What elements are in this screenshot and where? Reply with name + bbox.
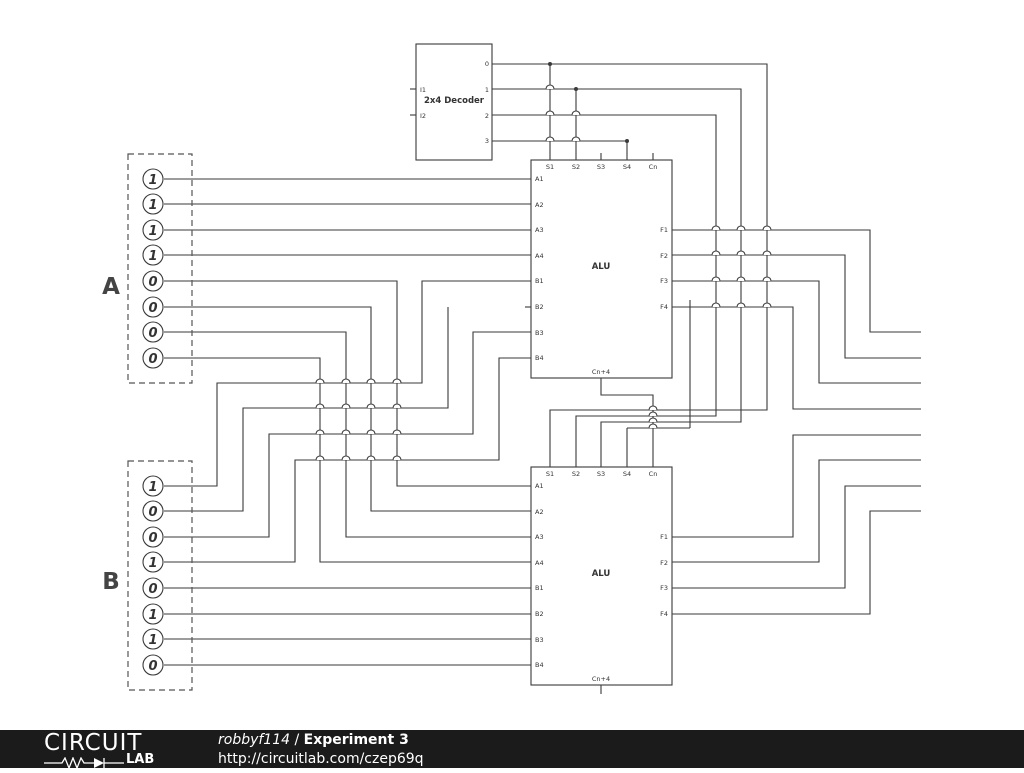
switch-a-4[interactable]: 1 [142, 244, 164, 266]
alu-bottom-pin-cn: Cn [649, 470, 658, 478]
switch-a-7-value: 0 [148, 326, 157, 341]
alu-bottom-block[interactable]: ALU S1 S2 S3 S4 Cn A1 A2 A3 A4 B1 B2 B3 … [530, 466, 673, 686]
input-group-a: A 1 1 1 1 0 0 0 0 [102, 153, 193, 384]
alu-bottom-pin-a2: A2 [535, 508, 544, 516]
alu-top-pin-a3: A3 [535, 226, 544, 234]
title-separator: / [290, 732, 304, 748]
alu-bottom-pin-a4: A4 [535, 559, 544, 567]
switch-a-6[interactable]: 0 [142, 296, 164, 318]
switch-b-6-value: 1 [148, 608, 157, 623]
alu-bottom-pin-carry-out: Cn+4 [592, 675, 610, 683]
decoder-output-1: 1 [485, 86, 489, 94]
switch-b-7[interactable]: 1 [142, 628, 164, 650]
switch-a-1[interactable]: 1 [142, 168, 164, 190]
switch-b-4[interactable]: 1 [142, 551, 164, 573]
alu-bottom-title: ALU [592, 569, 611, 579]
alu-top-pin-s2: S2 [572, 163, 580, 171]
switch-a-1-value: 1 [148, 173, 157, 188]
alu-top-pin-f1: F1 [660, 226, 668, 234]
alu-top-pin-a4: A4 [535, 252, 544, 260]
alu-top-pin-b3: B3 [535, 329, 544, 337]
switch-b-4-value: 1 [148, 556, 157, 571]
switch-b-7-value: 1 [148, 633, 157, 648]
alu-bottom-pin-b4: B4 [535, 661, 544, 669]
decoder-title: 2x4 Decoder [424, 96, 485, 106]
switch-b-2-value: 0 [148, 505, 157, 520]
alu-top-pin-a2: A2 [535, 201, 544, 209]
author-link[interactable]: robbyf114 [218, 732, 291, 748]
switch-b-3-value: 0 [148, 531, 157, 546]
switch-a-5-value: 0 [148, 275, 157, 290]
switch-a-8[interactable]: 0 [142, 347, 164, 369]
group-a-label: A [102, 274, 120, 300]
wire-crossing-hops [315, 84, 772, 461]
alu-top-pin-f4: F4 [660, 303, 668, 311]
alu-top-pin-a1: A1 [535, 175, 544, 183]
switch-b-5-value: 0 [148, 582, 157, 597]
alu-bottom-pin-b2: B2 [535, 610, 544, 618]
switch-a-2-value: 1 [148, 198, 157, 213]
logo-resistor-diode-icon: LAB [44, 752, 174, 770]
alu-bottom-pin-a3: A3 [535, 533, 544, 541]
decoder-block[interactable]: 2x4 Decoder I1 I2 0 1 2 3 [415, 43, 493, 161]
alu-bottom-pin-b3: B3 [535, 636, 544, 644]
alu-bottom-pin-f3: F3 [660, 584, 668, 592]
logo-text-top: CIRCUIT [44, 730, 143, 756]
group-b-label: B [102, 569, 120, 595]
switch-a-8-value: 0 [148, 352, 157, 367]
decoder-input-i2: I2 [420, 112, 426, 120]
alu-bottom-pin-s4: S4 [623, 470, 631, 478]
alu-bottom-pin-a1: A1 [535, 482, 544, 490]
alu-bottom-pin-b1: B1 [535, 584, 544, 592]
alu-bottom-pin-f1: F1 [660, 533, 668, 541]
switch-a-5[interactable]: 0 [142, 270, 164, 292]
decoder-output-2: 2 [485, 112, 489, 120]
alu-bottom-pin-s3: S3 [597, 470, 605, 478]
alu-bottom-pin-s1: S1 [546, 470, 554, 478]
switch-a-7[interactable]: 0 [142, 321, 164, 343]
alu-top-pin-b2: B2 [535, 303, 544, 311]
alu-top-pin-s3: S3 [597, 163, 605, 171]
project-title: robbyf114 / Experiment 3 [218, 731, 409, 749]
switch-a-3[interactable]: 1 [142, 219, 164, 241]
decoder-output-0: 0 [485, 60, 489, 68]
alu-top-pin-s4: S4 [623, 163, 631, 171]
junction-dots [548, 62, 629, 143]
alu-top-pin-s1: S1 [546, 163, 554, 171]
alu-bottom-pin-s2: S2 [572, 470, 580, 478]
switch-a-4-value: 1 [148, 249, 157, 264]
switch-b-2[interactable]: 0 [142, 500, 164, 522]
alu-top-pin-carry-out: Cn+4 [592, 368, 610, 376]
circuit-schematic: 2x4 Decoder I1 I2 0 1 2 3 ALU S1 S2 S3 S… [102, 43, 921, 694]
alu-top-block[interactable]: ALU S1 S2 S3 S4 Cn A1 A2 A3 A4 B1 B2 B3 … [530, 159, 673, 379]
switch-b-8-value: 0 [148, 659, 157, 674]
decoder-input-i1: I1 [420, 86, 426, 94]
circuitlab-logo[interactable]: CIRCUIT LAB [44, 730, 174, 770]
alu-top-pin-cn: Cn [649, 163, 658, 171]
switch-b-1-value: 1 [148, 480, 157, 495]
switch-a-6-value: 0 [148, 301, 157, 316]
footer-bar: CIRCUIT LAB robbyf114 / Experiment 3 htt… [0, 730, 1024, 770]
switch-b-3[interactable]: 0 [142, 526, 164, 548]
decoder-output-3: 3 [485, 137, 489, 145]
switch-b-1[interactable]: 1 [142, 475, 164, 497]
switch-b-5[interactable]: 0 [142, 577, 164, 599]
wires [164, 63, 921, 694]
alu-bottom-pin-f2: F2 [660, 559, 668, 567]
alu-top-pin-f2: F2 [660, 252, 668, 260]
logo-text-bottom: LAB [126, 752, 155, 767]
switch-a-3-value: 1 [148, 224, 157, 239]
alu-top-title: ALU [592, 262, 611, 272]
input-group-b: B 1 0 0 1 0 1 1 0 [102, 460, 193, 691]
switch-b-8[interactable]: 0 [142, 654, 164, 676]
alu-top-pin-f3: F3 [660, 277, 668, 285]
project-url-link[interactable]: http://circuitlab.com/czep69q [218, 751, 424, 767]
switch-a-2[interactable]: 1 [142, 193, 164, 215]
switch-b-6[interactable]: 1 [142, 603, 164, 625]
project-name: Experiment 3 [303, 732, 409, 748]
alu-bottom-pin-f4: F4 [660, 610, 668, 618]
alu-top-pin-b4: B4 [535, 354, 544, 362]
alu-top-pin-b1: B1 [535, 277, 544, 285]
